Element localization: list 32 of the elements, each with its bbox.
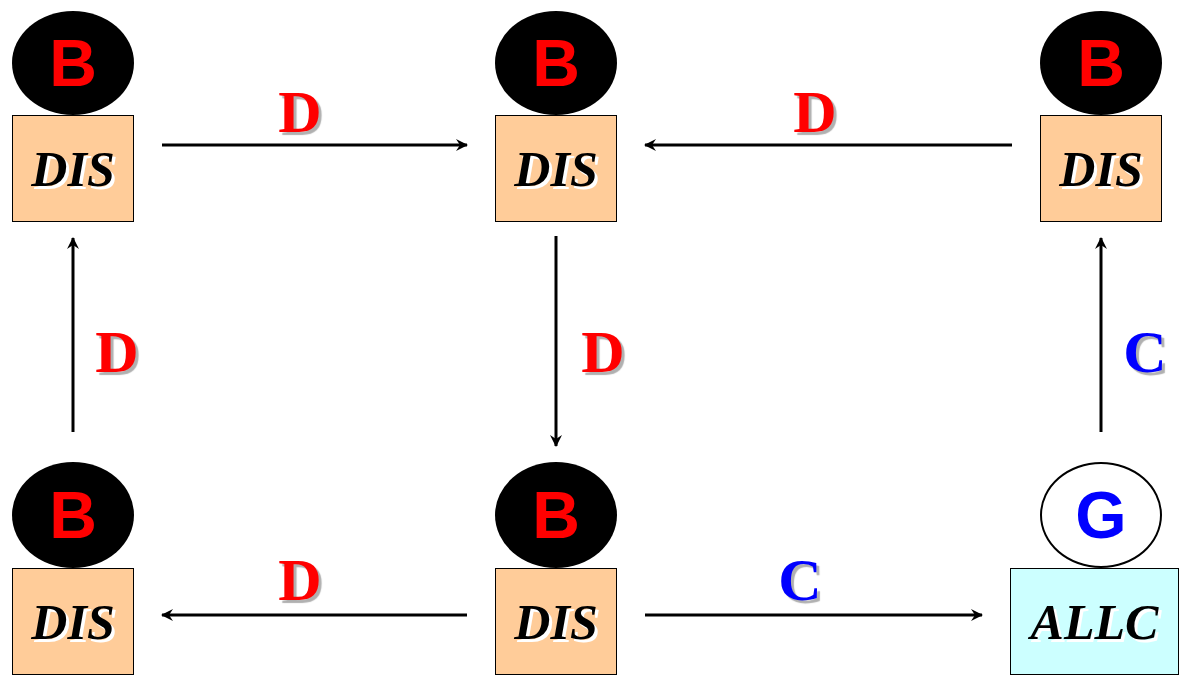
node-label: B (49, 30, 97, 96)
arrow (1095, 237, 1107, 432)
process-box (1010, 568, 1179, 675)
node-label: DIS (1059, 143, 1143, 194)
process-box (12, 568, 134, 675)
arrow (161, 609, 467, 621)
process-box (495, 115, 617, 222)
node-label: B (49, 482, 97, 548)
edge-label: D (278, 550, 322, 610)
edge-label: C (1123, 322, 1167, 382)
edge-label: C (778, 550, 822, 610)
edge-label: D (278, 82, 322, 142)
arrow (645, 609, 983, 621)
process-box (1040, 115, 1162, 222)
node-label: DIS (514, 596, 598, 647)
arrow (550, 236, 562, 447)
node-label: DIS (514, 143, 598, 194)
node-label: ALLC (1030, 596, 1159, 647)
arrow (67, 237, 79, 432)
node-label: DIS (31, 596, 115, 647)
process-box (12, 115, 134, 222)
node-label: DIS (31, 143, 115, 194)
node-label: B (1077, 30, 1125, 96)
node-label: G (1075, 482, 1127, 548)
arrow (644, 139, 1012, 151)
process-box (495, 568, 617, 675)
edge-label: D (793, 82, 837, 142)
edge-label: D (95, 322, 139, 382)
edge-label: D (581, 322, 625, 382)
node-label: B (532, 30, 580, 96)
arrow (162, 139, 468, 151)
node-label: B (532, 482, 580, 548)
